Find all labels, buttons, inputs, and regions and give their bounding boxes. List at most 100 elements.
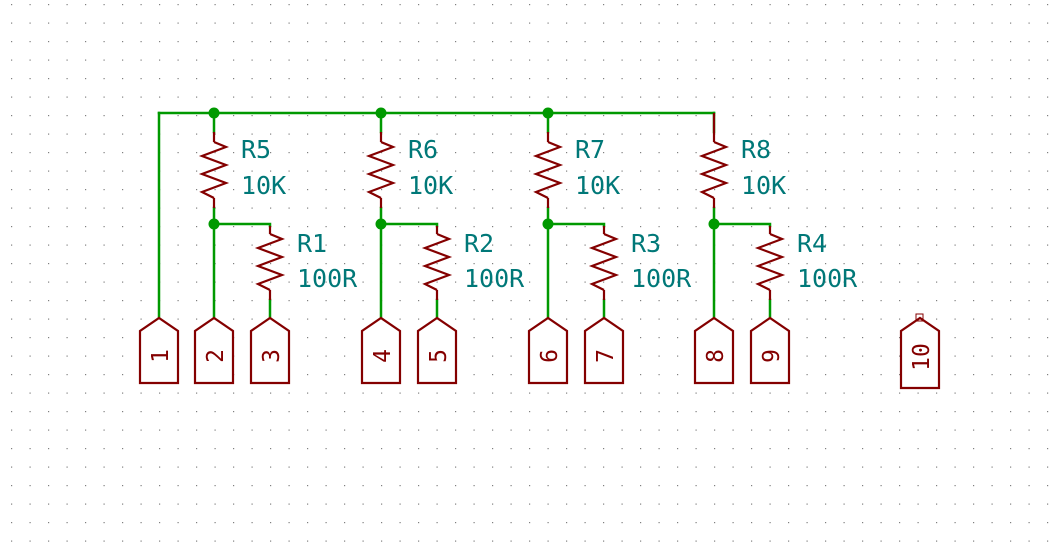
grid-dot — [122, 115, 124, 117]
grid-dot — [177, 485, 179, 487]
grid-dot — [936, 59, 938, 61]
connector-pin-10[interactable]: 10 — [899, 313, 941, 390]
grid-dot — [843, 170, 845, 172]
grid-dot — [29, 318, 31, 320]
grid-dot — [862, 152, 864, 154]
grid-dot — [862, 22, 864, 24]
resistor-r5[interactable]: R5 10K — [198, 132, 286, 208]
grid-dot — [1028, 207, 1030, 209]
resistor-r4[interactable]: R4 100R — [754, 226, 858, 300]
grid-dot — [399, 189, 401, 191]
grid-dot — [917, 540, 919, 542]
grid-dot — [492, 392, 494, 394]
grid-dot — [492, 59, 494, 61]
grid-dot — [1010, 4, 1012, 6]
resistor-r6[interactable]: R6 10K — [365, 132, 453, 208]
grid-dot — [29, 226, 31, 228]
grid-dot — [788, 207, 790, 209]
connector-pin-3[interactable]: 3 — [249, 316, 291, 385]
grid-dot — [251, 226, 253, 228]
grid-dot — [769, 540, 771, 542]
grid-dot — [251, 170, 253, 172]
grid-dot — [473, 522, 475, 524]
grid-dot — [473, 152, 475, 154]
grid-dot — [362, 448, 364, 450]
resistor-r3[interactable]: R3 100R — [588, 226, 692, 300]
resistor-r7[interactable]: R7 10K — [532, 132, 620, 208]
grid-dot — [1028, 170, 1030, 172]
grid-dot — [177, 41, 179, 43]
grid-dot — [85, 115, 87, 117]
grid-dot — [1047, 355, 1049, 357]
grid-dot — [455, 207, 457, 209]
grid-dot — [621, 170, 623, 172]
grid-dot — [455, 170, 457, 172]
grid-dot — [917, 4, 919, 6]
grid-dot — [381, 485, 383, 487]
grid-dot — [621, 244, 623, 246]
grid-dot — [991, 152, 993, 154]
connector-pin-1[interactable]: 1 — [138, 316, 180, 385]
grid-dot — [806, 485, 808, 487]
grid-dot — [66, 540, 68, 542]
connector-pin-9[interactable]: 9 — [749, 316, 791, 385]
grid-dot — [936, 411, 938, 413]
grid-dot — [640, 96, 642, 98]
grid-dot — [973, 540, 975, 542]
grid-dot — [603, 485, 605, 487]
grid-dot — [122, 96, 124, 98]
grid-dot — [122, 392, 124, 394]
grid-dot — [899, 226, 901, 228]
grid-dot — [344, 133, 346, 135]
grid-dot — [196, 300, 198, 302]
connector-pin-6[interactable]: 6 — [527, 316, 569, 385]
grid-dot — [177, 4, 179, 6]
grid-dot — [140, 226, 142, 228]
connector-pin-7[interactable]: 7 — [583, 316, 625, 385]
grid-dot — [251, 263, 253, 265]
grid-dot — [529, 318, 531, 320]
resistor-r2[interactable]: R2 100R — [421, 226, 525, 300]
grid-dot — [640, 189, 642, 191]
resistor-r1[interactable]: R1 100R — [254, 226, 358, 300]
grid-dot — [603, 466, 605, 468]
connector-pin-4[interactable]: 4 — [360, 316, 402, 385]
grid-dot — [140, 22, 142, 24]
grid-dot — [85, 96, 87, 98]
grid-dot — [251, 4, 253, 6]
grid-dot — [788, 189, 790, 191]
grid-dot — [991, 466, 993, 468]
connector-pin-8[interactable]: 8 — [693, 316, 735, 385]
grid-dot — [788, 466, 790, 468]
connector-pin-5[interactable]: 5 — [416, 316, 458, 385]
grid-dot — [566, 78, 568, 80]
connector-pin-2[interactable]: 2 — [193, 316, 235, 385]
grid-dot — [529, 244, 531, 246]
grid-dot — [714, 4, 716, 6]
grid-dot — [584, 59, 586, 61]
grid-dot — [825, 22, 827, 24]
grid-dot — [492, 411, 494, 413]
grid-dot — [751, 115, 753, 117]
grid-dot — [29, 170, 31, 172]
resistor-r8[interactable]: R8 10K — [698, 113, 786, 208]
grid-dot — [603, 207, 605, 209]
grid-dot — [677, 337, 679, 339]
grid-dot — [954, 318, 956, 320]
grid-dot — [418, 448, 420, 450]
grid-dot — [862, 300, 864, 302]
grid-dot — [973, 115, 975, 117]
grid-dot — [196, 59, 198, 61]
grid-dot — [603, 281, 605, 283]
grid-dot — [140, 281, 142, 283]
grid-dot — [11, 189, 13, 191]
grid-dot — [584, 448, 586, 450]
grid-dot — [288, 115, 290, 117]
grid-dot — [769, 189, 771, 191]
grid-dot — [473, 189, 475, 191]
grid-dot — [362, 41, 364, 43]
grid-dot — [196, 522, 198, 524]
grid-dot — [270, 485, 272, 487]
grid-dot — [214, 429, 216, 431]
